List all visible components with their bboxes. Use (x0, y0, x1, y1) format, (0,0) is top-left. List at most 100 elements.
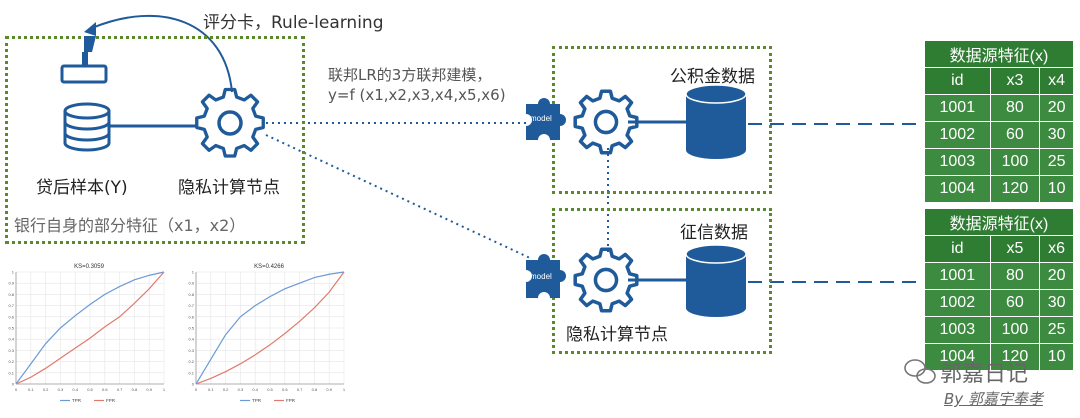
x-tick-label: 0.5 (87, 387, 93, 392)
legend-label: FPR (286, 398, 296, 403)
table-cell: 100 (989, 148, 1041, 176)
table-cell: 1002 (924, 121, 991, 149)
puzzle-label-credit: model (530, 272, 552, 281)
y-tick-label: 1 (192, 270, 195, 275)
federated-label-line2: y=f (x1,x2,x3,x4,x5,x6) (328, 86, 506, 104)
table-caption: 数据源特征(x) (924, 40, 1074, 68)
table-cell: 25 (1039, 316, 1074, 344)
table-cell: 100 (989, 316, 1041, 344)
x-tick-label: 0.7 (117, 387, 123, 392)
x-tick-label: 0.4 (252, 387, 258, 392)
x-tick-label: 0.2 (43, 387, 49, 392)
table-row: 1003 100 25 (924, 148, 1074, 176)
x-tick-label: 0.9 (146, 387, 152, 392)
x-tick-label: 0.1 (208, 387, 214, 392)
credit-title: 征信数据 (680, 223, 748, 243)
x-tick-label: 0.3 (238, 387, 244, 392)
x-tick-label: 0.3 (58, 387, 64, 392)
x-tick-label: 0.5 (267, 387, 273, 392)
y-tick-label: 0.8 (188, 292, 194, 297)
table-cell: 60 (989, 121, 1041, 149)
y-tick-label: 0.7 (8, 303, 14, 308)
table-cell: 1002 (924, 289, 991, 317)
sample-label: 贷后样本(Y) (36, 178, 128, 198)
table-cell: 10 (1039, 175, 1074, 203)
table-row: 1002 60 30 (924, 121, 1074, 149)
table-cell: 20 (1039, 94, 1074, 122)
scorecard-arrow (91, 14, 233, 93)
table-cell: 80 (989, 262, 1041, 290)
table-cell: 1003 (924, 316, 991, 344)
y-tick-label: 0.9 (188, 281, 194, 286)
credit-compute-label: 隐私计算节点 (566, 325, 668, 345)
link-bank-credit (265, 134, 531, 259)
scorecard-arrowhead (84, 22, 96, 36)
x-tick-label: 0.8 (132, 387, 138, 392)
table-row: 1004 120 10 (924, 343, 1074, 371)
x-tick-label: 0.1 (28, 387, 34, 392)
table-cell: 20 (1039, 262, 1074, 290)
watermark-name: 郭嘉日记 (940, 362, 1029, 387)
y-tick-label: 0.3 (188, 348, 194, 353)
table-header: x4 (1039, 67, 1074, 95)
table-cell: 10 (1039, 343, 1074, 371)
x-tick-label: 0.4 (72, 387, 78, 392)
federated-label-line1: 联邦LR的3方联邦建模， (328, 66, 492, 84)
x-tick-label: 0.8 (312, 387, 318, 392)
table-caption: 数据源特征(x) (924, 208, 1074, 236)
y-tick-label: 0.5 (188, 326, 194, 331)
x-tick-label: 1 (343, 387, 346, 392)
table-cell: 1004 (924, 343, 991, 371)
y-tick-label: 0.2 (188, 359, 194, 364)
table-cell: 1001 (924, 262, 991, 290)
table-cell: 1004 (924, 175, 991, 203)
series-line-fpr (15, 271, 165, 385)
x-tick-label: 0.7 (297, 387, 303, 392)
y-tick-label: 0.2 (8, 359, 14, 364)
y-tick-label: 0 (192, 382, 195, 387)
data-table-credit: 数据源特征(x) id x5 x6 1001 80 20 1002 60 30 … (924, 208, 1074, 371)
x-tick-label: 0 (15, 387, 18, 392)
y-tick-label: 0.6 (188, 314, 194, 319)
table-cell: 1003 (924, 148, 991, 176)
y-tick-label: 0.4 (8, 337, 14, 342)
series-line-tpr (15, 271, 165, 385)
y-tick-label: 0 (12, 382, 15, 387)
x-tick-label: 0.2 (223, 387, 229, 392)
table-cell: 30 (1039, 121, 1074, 149)
data-table-provident: 数据源特征(x) id x3 x4 1001 80 20 1002 60 30 … (924, 40, 1074, 203)
table-row: 1004 120 10 (924, 175, 1074, 203)
table-cell: 80 (989, 94, 1041, 122)
bank-features-label: 银行自身的部分特征（x1，x2） (14, 216, 246, 235)
chart-title: KS=0.4266 (254, 264, 284, 270)
x-tick-label: 0.6 (102, 387, 108, 392)
table-cell: 1001 (924, 94, 991, 122)
table-header: id (924, 235, 991, 263)
y-tick-label: 0.1 (188, 370, 194, 375)
legend-label: TPR (72, 398, 82, 403)
y-tick-label: 0.7 (188, 303, 194, 308)
table-header: x3 (989, 67, 1041, 95)
y-tick-label: 0.4 (188, 337, 194, 342)
table-cell: 30 (1039, 289, 1074, 317)
x-tick-label: 1 (163, 387, 166, 392)
table-header: id (924, 67, 991, 95)
table-row: 1003 100 25 (924, 316, 1074, 344)
x-tick-label: 0.9 (326, 387, 332, 392)
table-cell: 60 (989, 289, 1041, 317)
series-line-tpr (195, 271, 345, 385)
table-header: x6 (1039, 235, 1074, 263)
y-tick-label: 0.1 (8, 370, 14, 375)
legend-label: FPR (106, 398, 116, 403)
table-row: 1001 80 20 (924, 94, 1074, 122)
series-line-fpr (195, 271, 345, 385)
provident-title: 公积金数据 (670, 67, 755, 87)
table-row: 1001 80 20 (924, 262, 1074, 290)
table-cell: 120 (989, 175, 1041, 203)
legend-label: TPR (252, 398, 262, 403)
x-tick-label: 0.6 (282, 387, 288, 392)
y-tick-label: 0.3 (8, 348, 14, 353)
x-tick-label: 0 (195, 387, 198, 392)
y-tick-label: 0.6 (8, 314, 14, 319)
